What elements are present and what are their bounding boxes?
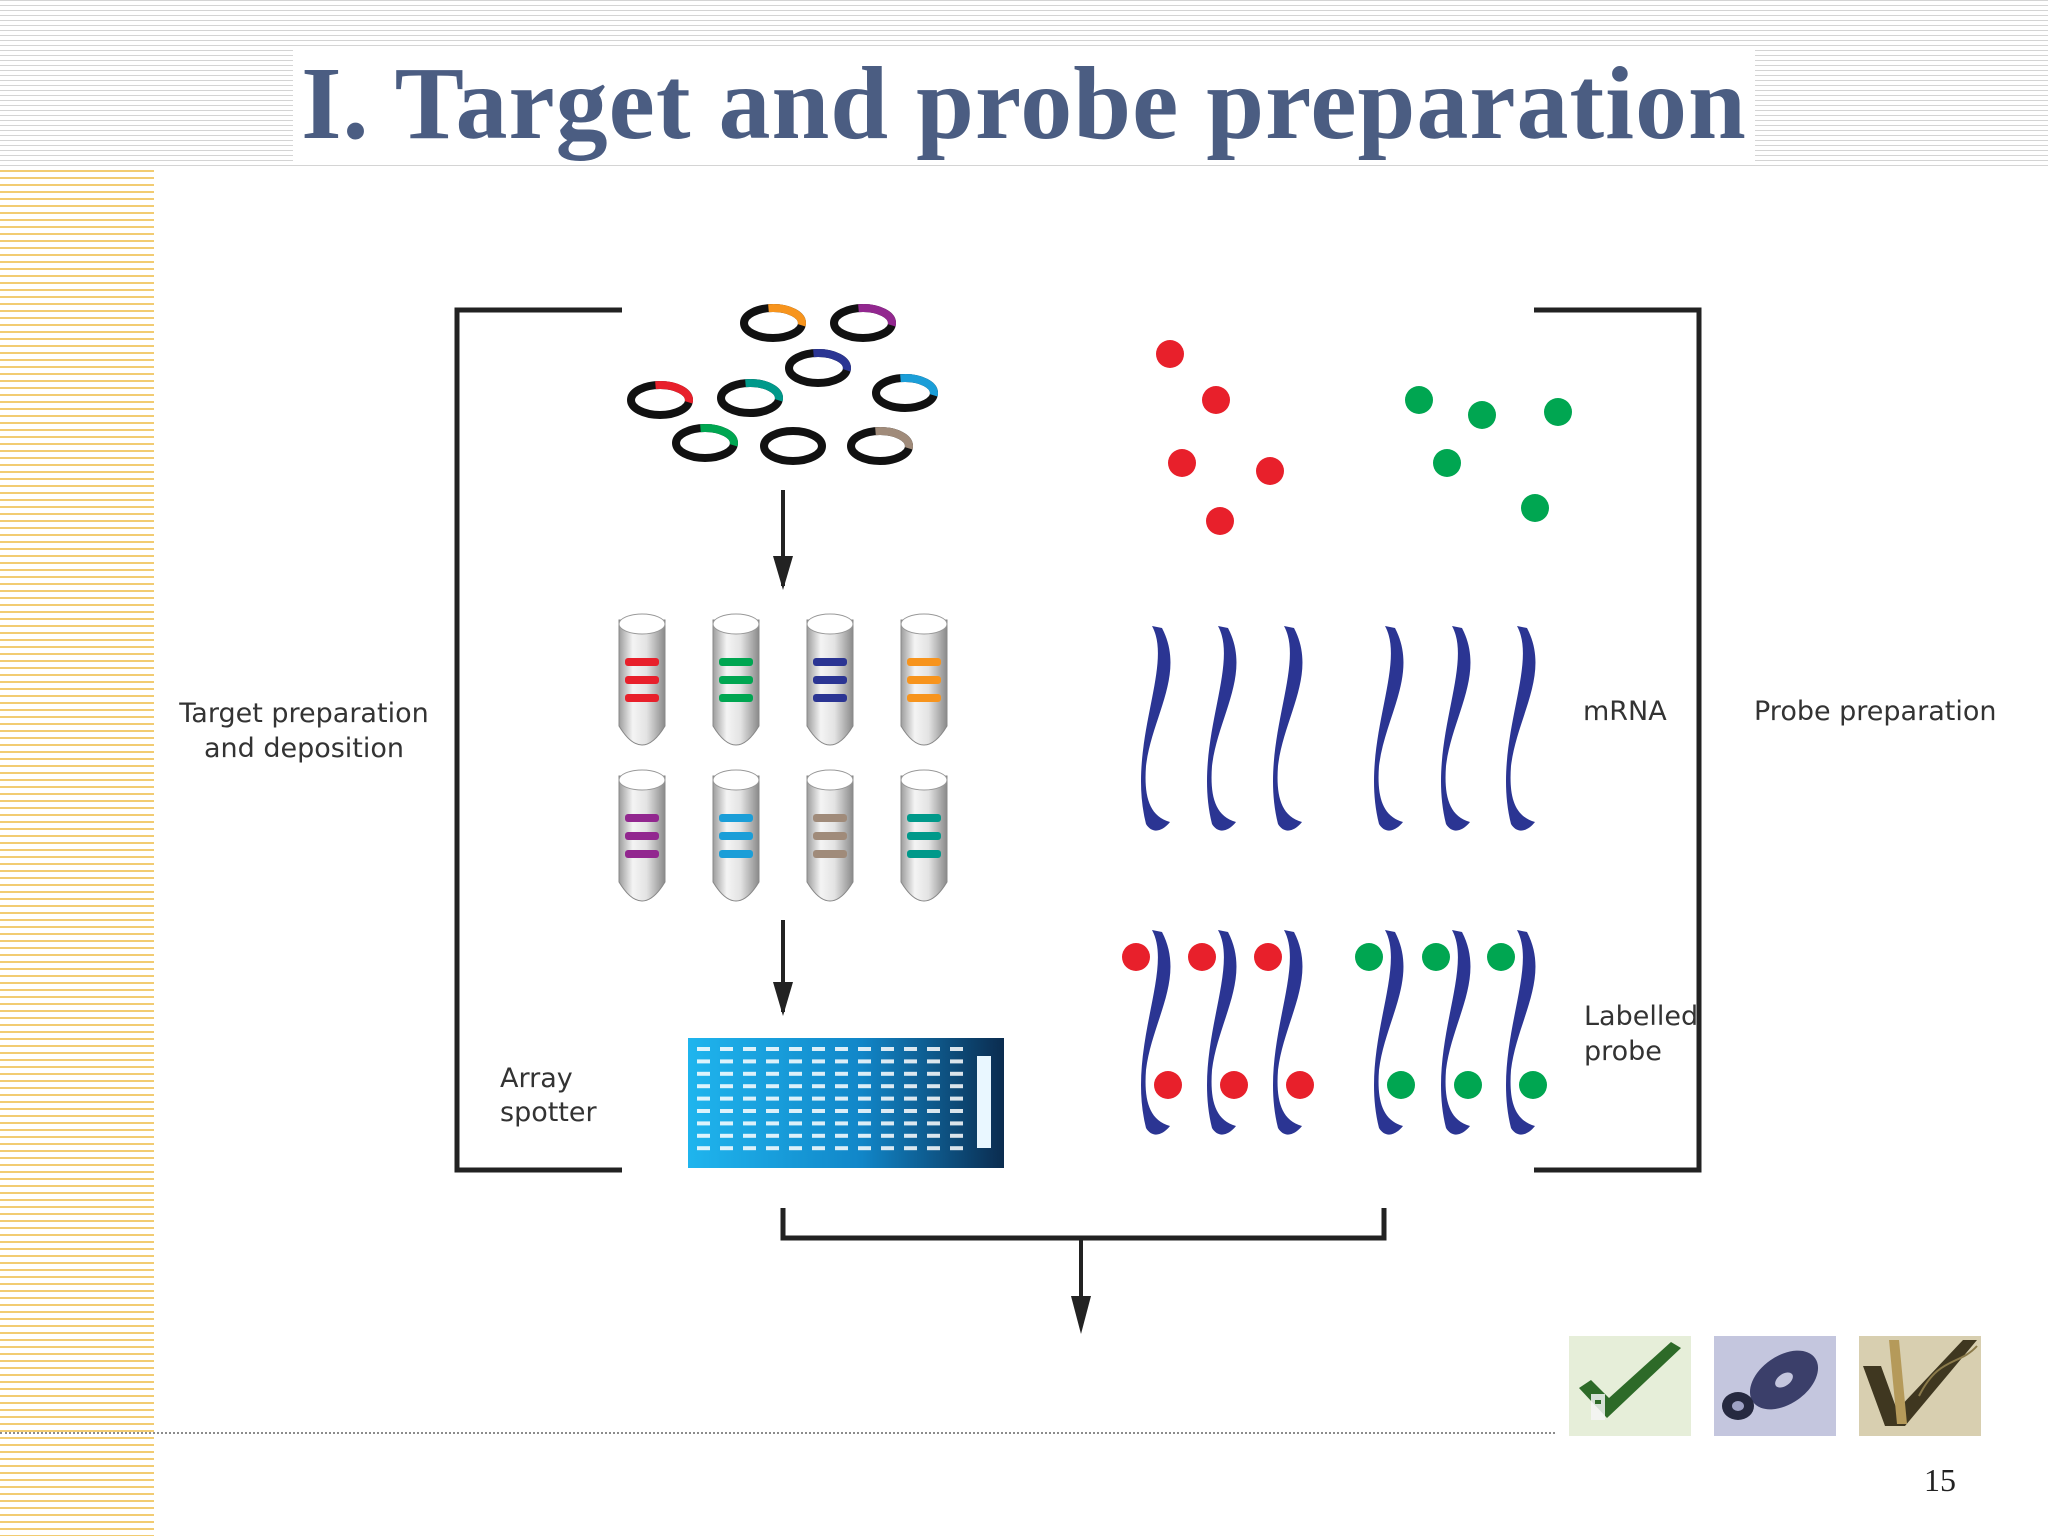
mrna-strand — [1207, 626, 1237, 831]
plasmid — [847, 427, 913, 465]
array-slide — [688, 1038, 1004, 1168]
green-dye-dot — [1521, 494, 1549, 522]
green-dye-dot — [1433, 449, 1461, 477]
label-mrna: mRNA — [1583, 696, 1667, 727]
arrow-tubes-to-array-head — [773, 982, 793, 1016]
labelled-probe — [1422, 930, 1482, 1135]
label-array-line2: spotter — [500, 1097, 598, 1128]
combine-arrow-head — [1071, 1296, 1091, 1334]
sample-tube — [618, 769, 666, 902]
labelled-probe — [1188, 930, 1248, 1135]
sample-tube — [806, 769, 854, 902]
red-dye-dot — [1256, 457, 1284, 485]
left-stripes — [0, 170, 154, 1536]
slide-title: I. Target and probe preparation — [0, 44, 2048, 164]
pen-check-icon — [1859, 1336, 1981, 1436]
slide-title-text: I. Target and probe preparation — [293, 46, 1755, 161]
label-labelled-line1: Labelled — [1584, 1001, 1698, 1032]
labelled-probe — [1355, 930, 1415, 1135]
red-dye-dot — [1156, 340, 1184, 368]
label-target-line2: and deposition — [204, 733, 404, 764]
plasmid — [872, 374, 938, 412]
plasmid — [740, 304, 806, 342]
sample-tube — [712, 769, 760, 902]
sample-tube — [618, 613, 666, 746]
green-dye-dot — [1468, 401, 1496, 429]
sample-tube — [806, 613, 854, 746]
combine-bracket — [780, 1208, 1387, 1241]
right-bracket — [1534, 307, 1702, 1173]
tube-group — [618, 613, 948, 902]
sample-tube — [900, 613, 948, 746]
footer-divider — [0, 1432, 1555, 1434]
plasmid-group — [627, 304, 938, 465]
plasmid — [830, 304, 896, 342]
red-dye-dot — [1206, 507, 1234, 535]
green-dye-dot — [1544, 398, 1572, 426]
plasmid — [785, 349, 851, 387]
sample-tube — [900, 769, 948, 902]
label-target-line1: Target preparation — [178, 698, 428, 729]
label-probe-preparation: Probe preparation — [1754, 696, 1996, 727]
arrow-plasmids-to-tubes-head — [773, 556, 793, 590]
green-dye-dot — [1405, 386, 1433, 414]
plasmid — [717, 379, 783, 417]
mrna-strand — [1441, 626, 1471, 831]
mrna-strand — [1141, 626, 1171, 831]
red-dye-dot — [1202, 386, 1230, 414]
plasmid — [627, 381, 693, 419]
labelled-probe — [1487, 930, 1547, 1135]
red-dye-dot — [1168, 449, 1196, 477]
labelled-probe-strands — [1122, 930, 1547, 1135]
mrna-strand — [1506, 626, 1536, 831]
left-bracket — [454, 307, 622, 1173]
page-number: 15 — [1924, 1462, 1956, 1498]
check-mark-icon — [1569, 1336, 1691, 1436]
mrna-strand — [1273, 626, 1303, 831]
labelled-probe — [1254, 930, 1314, 1135]
dye-dots — [1156, 340, 1572, 535]
mrna-strand — [1374, 626, 1404, 831]
sample-tube — [712, 613, 760, 746]
label-array-line1: Array — [500, 1063, 573, 1094]
plasmid — [672, 424, 738, 462]
mrna-strands — [1141, 626, 1536, 831]
plasmid — [760, 427, 826, 465]
label-labelled-line2: probe — [1584, 1036, 1662, 1067]
disc-icon — [1714, 1336, 1836, 1436]
labelled-probe — [1122, 930, 1182, 1135]
